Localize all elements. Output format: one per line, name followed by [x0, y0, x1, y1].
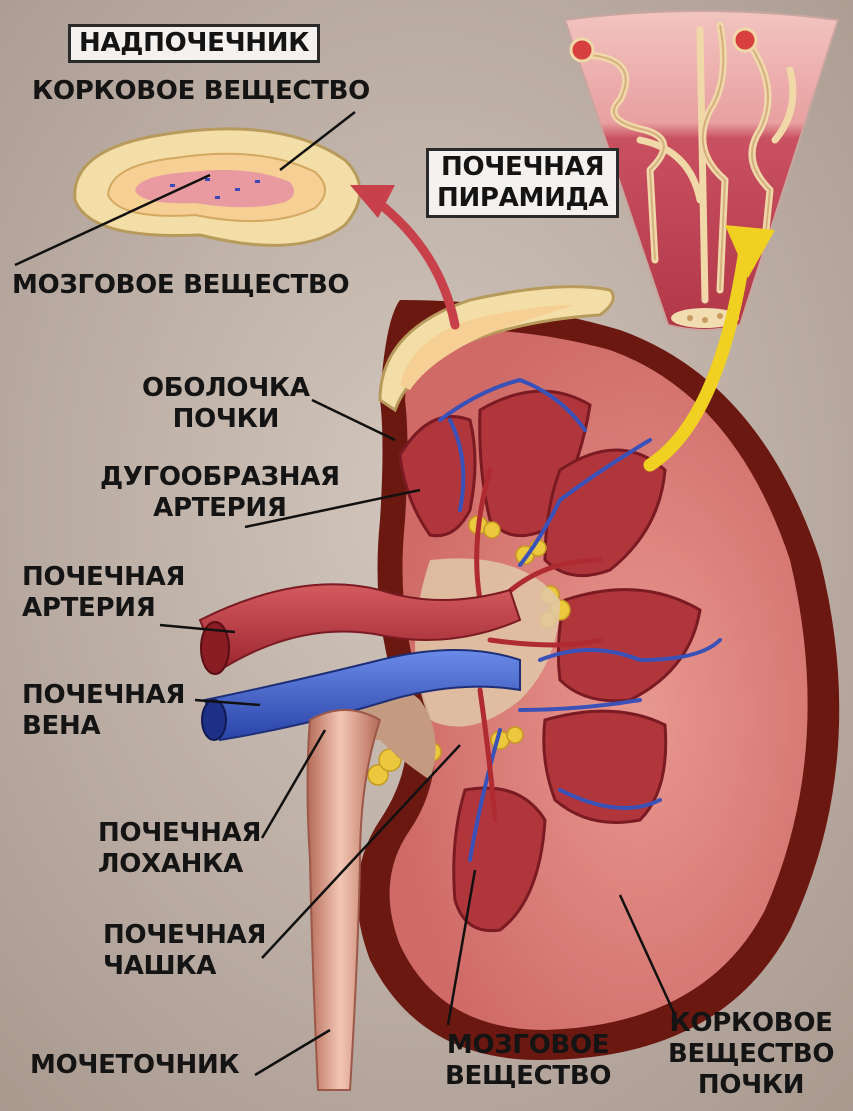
label-renal-calyx: ПОЧЕЧНАЯ ЧАШКА: [103, 920, 266, 982]
label-adrenal: НАДПОЧЕЧНИК: [68, 24, 320, 63]
label-renal-cortex: КОРКОВОЕ ВЕЩЕСТВО ПОЧКИ: [668, 1008, 834, 1101]
label-adrenal-medulla: МОЗГОВОЕ ВЕЩЕСТВО: [12, 270, 349, 301]
label-renal-capsule: ОБОЛОЧКА ПОЧКИ: [142, 373, 310, 435]
label-renal-pyramid: ПОЧЕЧНАЯ ПИРАМИДА: [426, 148, 619, 218]
label-renal-pelvis: ПОЧЕЧНАЯ ЛОХАНКА: [98, 818, 261, 880]
adrenal-inset: [75, 129, 360, 246]
label-adrenal-cortex: КОРКОВОЕ ВЕЩЕСТВО: [32, 76, 370, 107]
label-renal-medulla: МОЗГОВОЕ ВЕЩЕСТВО: [445, 1030, 611, 1092]
label-ureter: МОЧЕТОЧНИК: [30, 1050, 239, 1081]
label-arcuate-artery: ДУГООБРАЗНАЯ АРТЕРИЯ: [100, 462, 340, 524]
label-renal-vein: ПОЧЕЧНАЯ ВЕНА: [22, 680, 185, 742]
label-renal-artery: ПОЧЕЧНАЯ АРТЕРИЯ: [22, 562, 185, 624]
